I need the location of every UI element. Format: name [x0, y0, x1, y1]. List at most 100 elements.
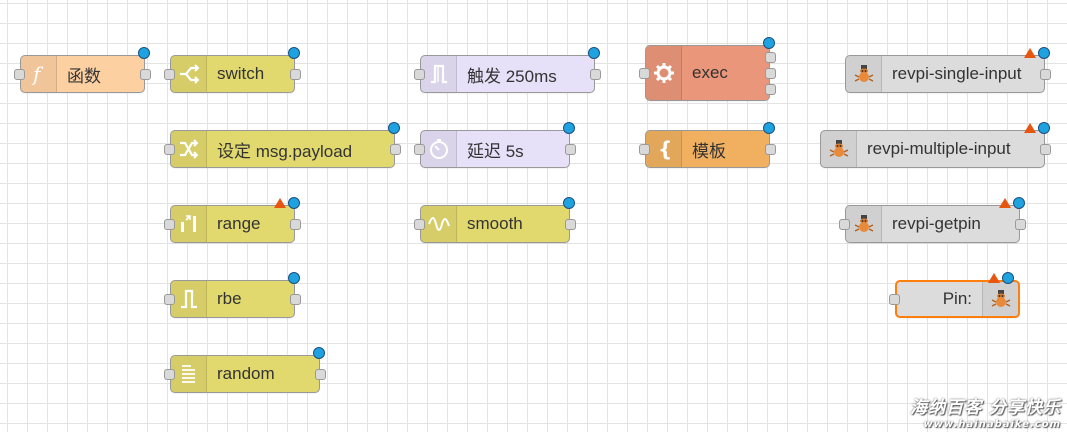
revpi-single-input-label: revpi-single-input: [892, 64, 1022, 83]
changed-indicator: [1038, 122, 1050, 134]
revpi-icon: [821, 131, 857, 167]
random-icon: [171, 356, 207, 392]
timer-icon: [421, 131, 457, 167]
revpi-icon: [846, 206, 882, 242]
range-icon: [171, 206, 207, 242]
revpi-icon: [846, 56, 882, 92]
watermark-url: www.hainabaike.com: [923, 419, 1061, 430]
output-port[interactable]: [290, 294, 301, 305]
changed-indicator: [563, 197, 575, 209]
revpi-single-input-node[interactable]: revpi-single-input: [845, 47, 1051, 93]
changed-indicator: [388, 122, 400, 134]
rbe-icon: [171, 281, 207, 317]
rbe-node-label: rbe: [217, 289, 242, 308]
switch-node-label: switch: [217, 64, 265, 83]
changed-indicator: [288, 272, 300, 284]
changed-indicator: [288, 47, 300, 59]
changed-indicator: [1038, 47, 1050, 59]
watermark-text: 海纳百客 分享快乐: [910, 398, 1061, 418]
output-port[interactable]: [1040, 69, 1051, 80]
template-node[interactable]: { 模板: [639, 122, 776, 168]
switch-icon: [171, 56, 207, 92]
svg-text:f: f: [31, 63, 44, 85]
output-port[interactable]: [390, 144, 401, 155]
changed-indicator: [313, 347, 325, 359]
output-port[interactable]: [290, 219, 301, 230]
trigger-icon: [421, 56, 457, 92]
exec-node-label: exec: [692, 63, 728, 82]
input-port[interactable]: [164, 69, 175, 80]
revpi-multiple-input-label: revpi-multiple-input: [867, 139, 1011, 158]
output-port[interactable]: [565, 144, 576, 155]
gear-icon: [646, 46, 682, 100]
output-port[interactable]: [565, 219, 576, 230]
rbe-node[interactable]: rbe: [164, 272, 301, 318]
brace-icon: {: [646, 131, 682, 167]
input-port[interactable]: [164, 144, 175, 155]
function-icon: f: [21, 56, 57, 92]
function-node-label: 函数: [67, 66, 101, 86]
revpi-icon: [982, 282, 1018, 316]
output-port[interactable]: [1015, 219, 1026, 230]
smooth-node-label: smooth: [467, 214, 523, 233]
warning-icon: [1024, 123, 1036, 133]
changed-indicator: [1002, 272, 1014, 284]
delay-node-label: 延迟 5s: [467, 141, 524, 161]
smooth-node[interactable]: smooth: [414, 197, 576, 243]
change-node-label: 设定 msg.payload: [217, 141, 353, 161]
input-port[interactable]: [414, 69, 425, 80]
random-node[interactable]: random: [164, 347, 326, 393]
changed-indicator: [563, 122, 575, 134]
pin-node-label: Pin:: [942, 289, 972, 308]
output-port[interactable]: [290, 69, 301, 80]
template-node-label: 模板: [692, 141, 726, 161]
output-port[interactable]: [1040, 144, 1051, 155]
trigger-node-label: 触发 250ms: [467, 66, 557, 86]
function-node[interactable]: f 函数: [14, 47, 151, 93]
input-port[interactable]: [14, 69, 25, 80]
output-port[interactable]: [590, 69, 601, 80]
svg-text:{: {: [658, 137, 672, 161]
watermark: 海纳百客 分享快乐 www.hainabaike.com: [889, 393, 1061, 430]
changed-indicator: [138, 47, 150, 59]
exec-node[interactable]: exec: [639, 37, 776, 101]
warning-icon: [988, 273, 1000, 283]
input-port[interactable]: [164, 369, 175, 380]
input-port[interactable]: [164, 294, 175, 305]
input-port[interactable]: [639, 144, 650, 155]
output-port[interactable]: [765, 144, 776, 155]
warning-icon: [999, 198, 1011, 208]
revpi-getpin-label: revpi-getpin: [892, 214, 981, 233]
input-port[interactable]: [414, 144, 425, 155]
random-node-label: random: [217, 364, 275, 383]
revpi-getpin-node[interactable]: revpi-getpin: [839, 197, 1026, 243]
output-port[interactable]: [315, 369, 326, 380]
changed-indicator: [1013, 197, 1025, 209]
pin-node[interactable]: Pin:: [889, 272, 1020, 318]
changed-indicator: [288, 197, 300, 209]
output-port-stderr[interactable]: [765, 68, 776, 79]
input-port[interactable]: [639, 68, 650, 79]
changed-indicator: [763, 37, 775, 49]
output-port-rc[interactable]: [765, 84, 776, 95]
input-port[interactable]: [414, 219, 425, 230]
input-port[interactable]: [164, 219, 175, 230]
input-port[interactable]: [839, 219, 850, 230]
output-port-stdout[interactable]: [765, 52, 776, 63]
warning-icon: [274, 198, 286, 208]
wave-icon: [421, 206, 457, 242]
trigger-node[interactable]: 触发 250ms: [414, 47, 601, 93]
changed-indicator: [588, 47, 600, 59]
change-node[interactable]: 设定 msg.payload: [164, 122, 401, 168]
warning-icon: [1024, 48, 1036, 58]
switch-node[interactable]: switch: [164, 47, 301, 93]
range-node-label: range: [217, 214, 261, 233]
input-port[interactable]: [889, 294, 900, 305]
shuffle-icon: [171, 131, 207, 167]
changed-indicator: [763, 122, 775, 134]
delay-node[interactable]: 延迟 5s: [414, 122, 576, 168]
output-port[interactable]: [140, 69, 151, 80]
revpi-multiple-input-node[interactable]: revpi-multiple-input: [820, 122, 1051, 168]
range-node[interactable]: range: [164, 197, 301, 243]
